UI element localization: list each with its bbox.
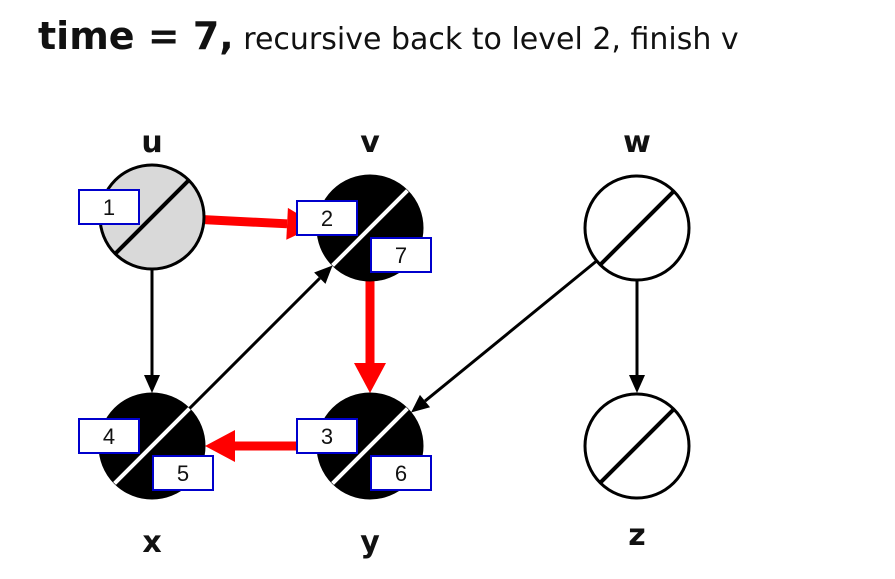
node-v-finish-box: 7 [370,237,432,273]
node-x-discover-box: 4 [78,418,140,454]
node-y-discover-time: 3 [321,424,333,449]
node-u-slash [113,178,191,256]
node-y-discover-box: 3 [296,418,358,454]
node-x-label: x [142,525,161,560]
node-x-slash [113,407,191,485]
node-u-discover-box: 1 [78,189,140,225]
node-y-slash [331,407,409,485]
node-x: x 4 5 [78,392,214,560]
node-y: y 3 6 [296,392,432,560]
node-x-discover-time: 4 [103,424,115,449]
node-x-finish-box: 5 [152,455,214,491]
node-u-label: u [141,125,162,160]
node-z-slash [598,407,676,485]
node-y-label: y [360,525,380,560]
node-u-discover-time: 1 [103,195,115,220]
node-z-label: z [628,518,645,553]
edge-w-y [411,259,598,413]
node-u: u1 [78,125,206,271]
title-time: time = 7, [38,14,234,58]
edge-w-z [629,280,645,393]
node-z: z [583,392,691,553]
node-v-discover-time: 2 [321,206,333,231]
slide-title: time = 7, recursive back to level 2, fin… [38,14,739,58]
node-w: w [583,125,691,282]
node-x-finish-time: 5 [177,461,189,486]
node-v-finish-time: 7 [395,243,407,268]
node-v-slash [331,189,409,267]
node-v: v 2 7 [296,125,432,282]
node-y-finish-time: 6 [395,461,407,486]
node-w-slash [598,189,676,267]
title-description: recursive back to level 2, finish v [233,22,739,57]
edge-x-v [187,265,333,411]
node-w-label: w [623,125,651,160]
edge-v-y [354,280,386,393]
edges-layer [144,207,645,462]
node-v-discover-box: 2 [296,200,358,236]
edge-u-x [144,269,160,393]
node-y-finish-box: 6 [370,455,432,491]
node-v-label: v [360,125,380,160]
